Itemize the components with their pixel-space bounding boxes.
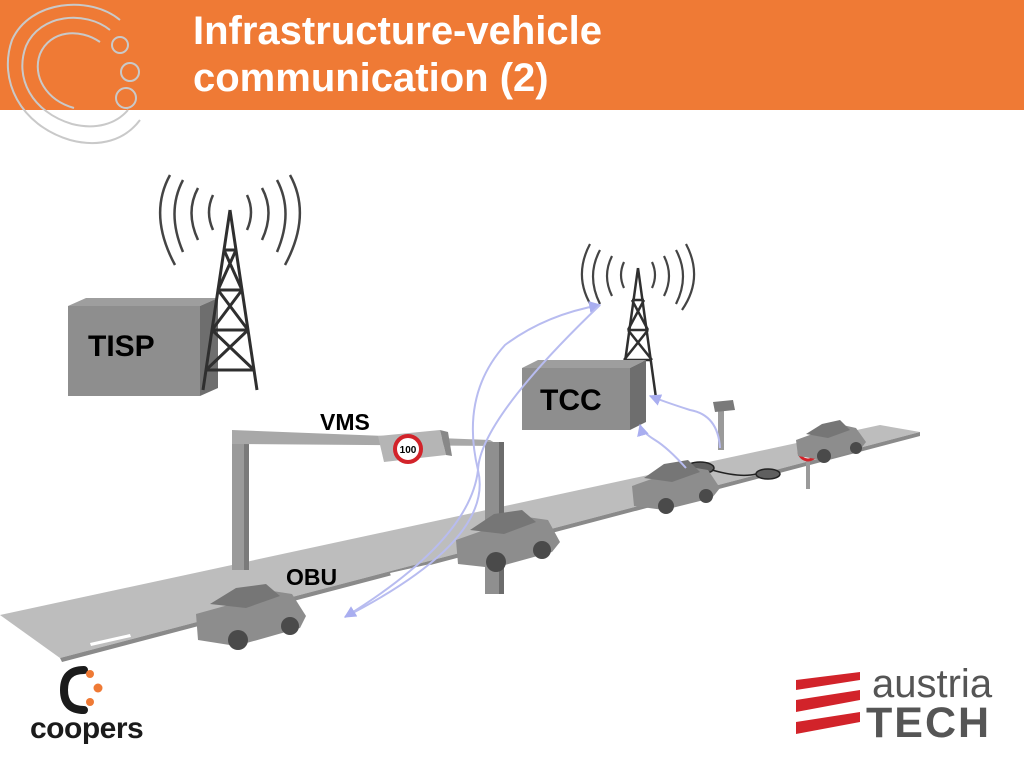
car-middle [456,510,560,572]
communication-arrows [343,301,721,618]
tcc-building [522,360,646,430]
tisp-label: TISP [88,330,155,363]
sensor-to-tcc-arrow [648,394,721,449]
obu-to-tcc-arrow [344,301,602,618]
vms-speed-sign-icon: 100 [393,434,423,464]
coopers-logo-icon [59,666,103,714]
austriatech-logo-austria-text: austria [872,662,993,706]
title-line-2: communication (2) [193,56,549,100]
car-front-left [196,584,306,650]
title-line-1: Infrastructure-vehicle [193,9,603,53]
tcc-label: TCC [540,384,602,417]
loop-to-tcc-arrow [637,423,687,469]
car-far-right [796,420,866,463]
roadside-sensor [713,400,735,450]
obu-label: OBU [286,564,338,590]
vms-label: VMS [320,409,370,435]
slide-title: Infrastructure-vehicle communication (2) [193,8,602,102]
tisp-antenna-tower [201,209,259,391]
tisp-signal-waves-icon [158,174,302,266]
vms-speed-value: 100 [400,445,417,456]
coopers-logo-text: coopers [30,712,144,745]
cooperation-emblem-icon [6,3,141,144]
tcc-to-obu-arrow [343,304,601,618]
header-bar [0,0,1024,110]
car-right [632,460,720,514]
austriatech-logo-icon [796,672,860,734]
austriatech-logo-tech-text: TECH [866,699,992,747]
